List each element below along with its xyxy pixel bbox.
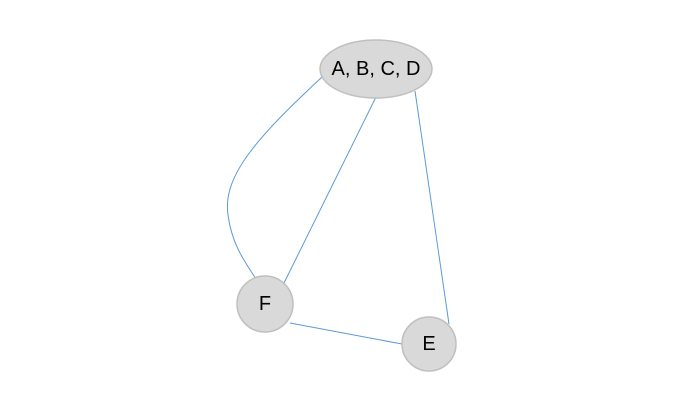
node-f-label: F (259, 293, 271, 315)
edge-abcd-f-straight (283, 96, 377, 284)
edge-f-e (289, 322, 403, 345)
node-e-shape (401, 316, 457, 372)
edges (226, 76, 450, 345)
node-f[interactable]: F (236, 275, 294, 333)
edge-abcd-f-curved (226, 76, 323, 280)
node-abcd[interactable]: A, B, C, D (319, 39, 433, 99)
node-e-label: E (422, 333, 435, 355)
node-abcd-shape (319, 39, 433, 99)
node-f-shape (236, 275, 294, 333)
edge-abcd-e (414, 90, 450, 325)
node-abcd-label: A, B, C, D (332, 58, 421, 80)
node-e[interactable]: E (401, 316, 457, 372)
